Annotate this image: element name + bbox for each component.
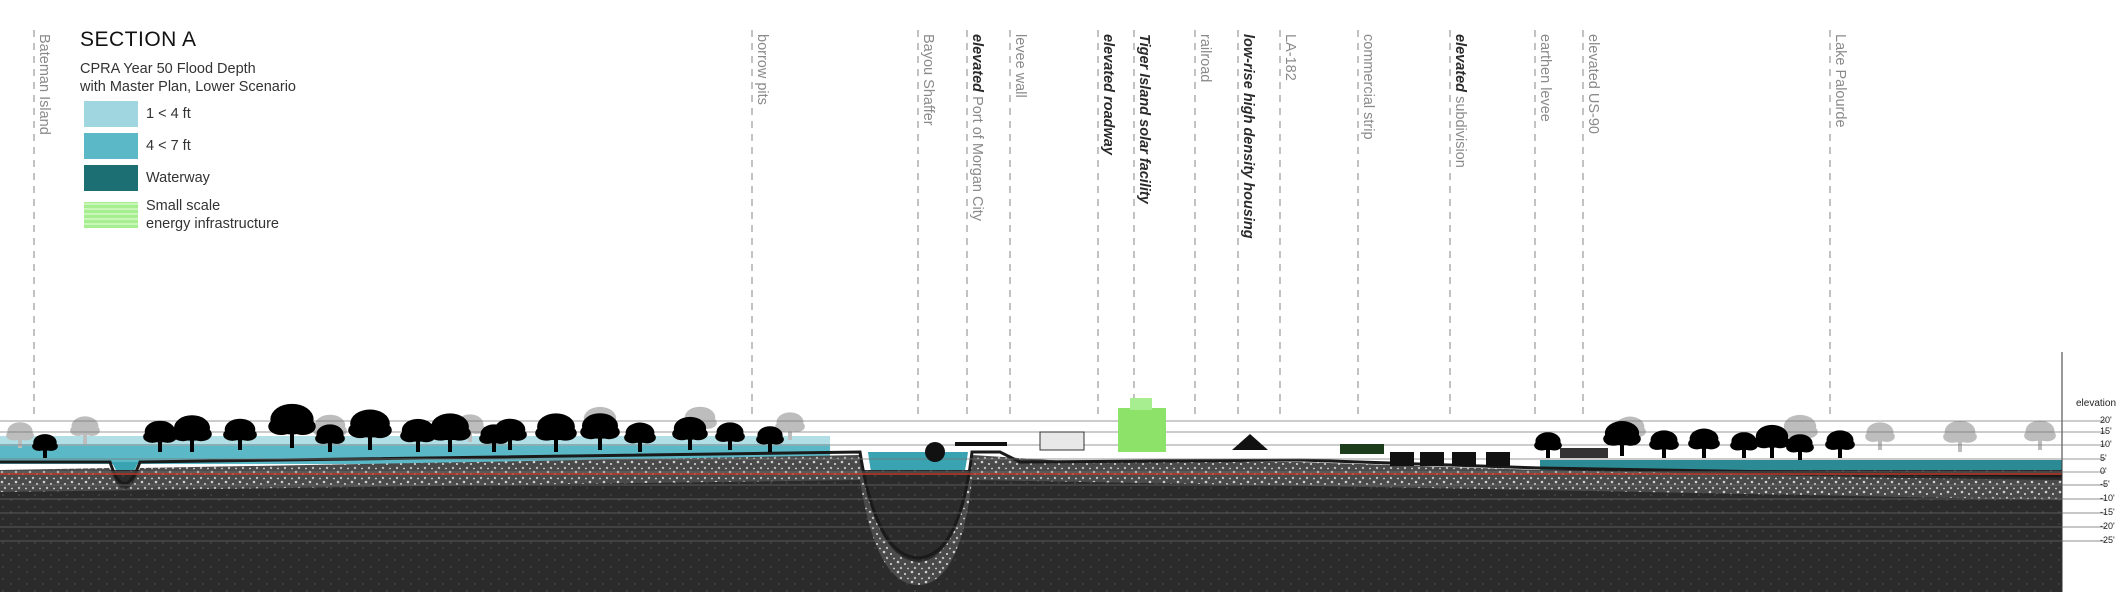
subdivision-house — [1452, 452, 1476, 466]
location-label: elevated roadway — [1100, 34, 1116, 155]
subdivision-house — [1420, 452, 1444, 466]
location-label: Bayou Shaffer — [920, 34, 936, 126]
structures — [925, 398, 1608, 466]
legend-label: 4 < 7 ft — [146, 138, 191, 154]
gravel-layer — [0, 455, 2062, 585]
vegetation-silhouettes — [32, 403, 1855, 460]
swatch-waterway — [84, 165, 138, 191]
legend-label: 1 < 4 ft — [146, 106, 191, 122]
solar-facility — [1118, 408, 1166, 452]
elevation-tick-label: -10' — [2100, 493, 2115, 503]
levee-wall — [955, 442, 1007, 446]
elevation-tick-label: 5' — [2100, 453, 2107, 463]
legend-subtitle: CPRA Year 50 Flood Depth with Master Pla… — [80, 60, 400, 96]
subdivision-house — [1390, 452, 1414, 466]
legend-subtitle-line1: CPRA Year 50 Flood Depth — [80, 61, 256, 77]
legend-item-4-7ft: 4 < 7 ft — [84, 133, 191, 159]
section-title: SECTION A — [80, 28, 197, 51]
us-90-bridge — [1560, 448, 1608, 458]
elevation-tick-label: -20' — [2100, 521, 2115, 531]
port-building — [1039, 431, 1085, 451]
location-label: borrow pits — [754, 34, 770, 105]
housing-roof — [1232, 434, 1268, 450]
location-guide-lines — [33, 30, 1831, 420]
legend: SECTION A CPRA Year 50 Flood Depth with … — [80, 28, 400, 232]
location-label: elevated Port of Morgan City — [969, 34, 985, 221]
location-label: railroad — [1197, 34, 1213, 83]
elevation-tick-label: -5' — [2100, 479, 2110, 489]
elevation-title: elevation — [2076, 398, 2117, 409]
elevation-tick-label: -15' — [2100, 507, 2115, 517]
location-label: Bateman Island — [36, 34, 52, 135]
legend-subtitle-line2: with Master Plan, Lower Scenario — [80, 79, 296, 95]
swatch-shallow-flood — [84, 101, 138, 127]
location-label: elevated US-90 — [1585, 34, 1601, 134]
swatch-deep-flood — [84, 133, 138, 159]
legend-item-energy: Small scale energy infrastructure — [84, 197, 279, 233]
swatch-energy-infrastructure — [84, 202, 138, 228]
location-label: elevated subdivision — [1452, 34, 1468, 168]
location-label: Tiger Island solar facility — [1136, 34, 1152, 204]
elevation-tick-label: -25' — [2100, 535, 2115, 545]
elevation-tick-label: 10' — [2100, 439, 2112, 449]
legend-item-1-4ft: 1 < 4 ft — [84, 101, 191, 127]
location-label: earthen levee — [1537, 34, 1553, 122]
location-label: Lake Palourde — [1832, 34, 1848, 128]
commercial-strip — [1340, 444, 1384, 454]
elevation-tick-label: 15' — [2100, 426, 2112, 436]
ground-profile — [0, 450, 2063, 592]
legend-label: Small scale energy infrastructure — [146, 198, 279, 232]
elevation-tick-label: 0' — [2100, 466, 2107, 476]
elevation-tick-label: 20' — [2100, 415, 2112, 425]
location-label: low-rise high density housing — [1240, 34, 1256, 239]
location-label: levee wall — [1012, 34, 1028, 98]
legend-item-waterway: Waterway — [84, 165, 210, 191]
subdivision-house — [1486, 452, 1510, 466]
legend-label: Waterway — [146, 170, 210, 186]
location-label: LA-182 — [1282, 34, 1298, 81]
port-crane — [925, 442, 945, 462]
location-label: commercial strip — [1360, 34, 1376, 140]
